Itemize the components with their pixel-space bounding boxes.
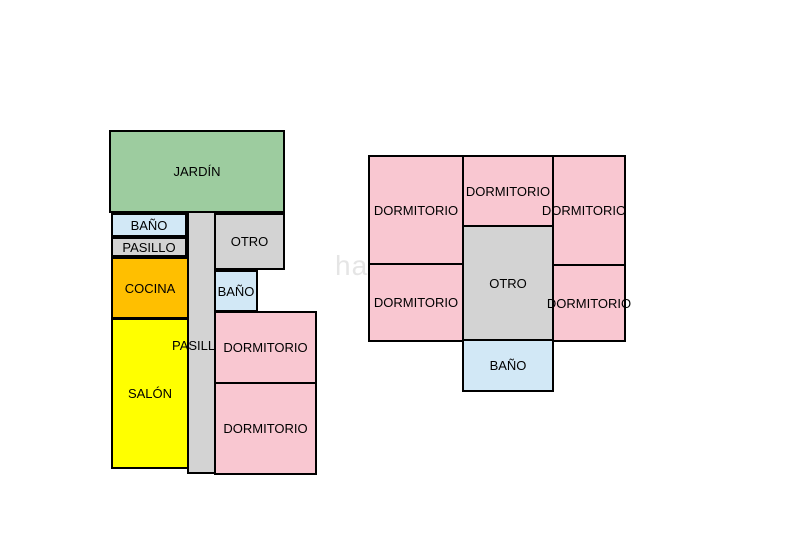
room-dormitorio-left-2: DORMITORIO [214, 382, 317, 475]
room-dormitorio-right-tl-label: DORMITORIO [373, 202, 459, 218]
room-otro-left: OTRO [214, 213, 285, 270]
room-otro-left-label: OTRO [230, 234, 269, 249]
room-jardin-label: JARDÍN [173, 164, 221, 179]
room-otro-right-label: OTRO [489, 275, 527, 291]
room-bano-top: BAÑO [111, 213, 187, 237]
room-dormitorio-left-1-label: DORMITORIO [223, 340, 308, 355]
room-dormitorio-left-1: DORMITORIO [214, 311, 317, 384]
room-jardin: JARDÍN [109, 130, 285, 213]
room-pasillo-vertical-label: PASILLO [172, 338, 226, 353]
room-dormitorio-right-br-label: DORMITORIO [546, 295, 632, 311]
room-dormitorio-right-bl-label: DORMITORIO [373, 295, 459, 310]
room-dormitorio-right-tl: DORMITORIO [368, 155, 464, 265]
room-cocina: COCINA [111, 257, 189, 319]
room-bano-top-label: BAÑO [130, 217, 168, 233]
room-bano-mid-label: BAÑO [217, 283, 255, 299]
room-bano-right-label: BAÑO [489, 358, 527, 373]
room-bano-right: BAÑO [462, 339, 554, 392]
room-dormitorio-right-bl: DORMITORIO [368, 263, 464, 342]
room-otro-right: OTRO [462, 225, 554, 341]
room-dormitorio-right-tr-label: DORMITORIO [541, 203, 627, 218]
room-dormitorio-right-tc: DORMITORIO [462, 155, 554, 227]
room-dormitorio-left-2-label: DORMITORIO [223, 421, 308, 436]
room-pasillo-small: PASILLO [111, 237, 187, 257]
room-salon-label: SALÓN [127, 386, 173, 401]
room-dormitorio-right-tc-label: DORMITORIO [465, 183, 551, 199]
room-dormitorio-right-tr: DORMITORIO [542, 155, 626, 266]
room-bano-mid: BAÑO [214, 270, 258, 312]
room-pasillo-vertical [187, 211, 216, 474]
room-dormitorio-right-br: DORMITORIO [547, 264, 631, 342]
room-pasillo-small-label: PASILLO [122, 239, 176, 255]
room-cocina-label: COCINA [124, 280, 176, 296]
